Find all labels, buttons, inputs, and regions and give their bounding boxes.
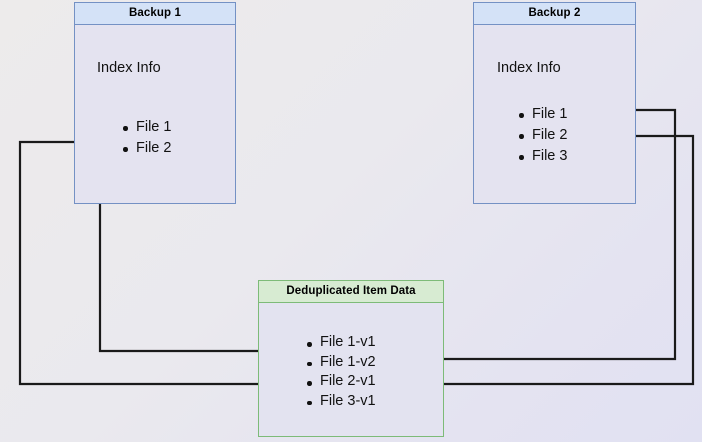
deduplicated-item-data-box[interactable]: Deduplicated Item Data File 1-v1 File 1-… — [258, 280, 444, 437]
backup-1-box[interactable]: Backup 1 Index Info File 1 File 2 — [74, 2, 236, 204]
backup-2-body: Index Info File 1 File 2 File 3 — [474, 25, 635, 203]
backup-2-file-item[interactable]: File 2 — [519, 125, 567, 146]
backup-1-file-item[interactable]: File 1 — [123, 117, 171, 138]
deduplicated-item-data-body: File 1-v1 File 1-v2 File 2-v1 File 3-v1 — [259, 303, 443, 436]
backup-2-file-item[interactable]: File 1 — [519, 104, 567, 125]
backup-2-file-item[interactable]: File 3 — [519, 146, 567, 167]
backup-1-title: Backup 1 — [75, 3, 235, 25]
backup-2-box[interactable]: Backup 2 Index Info File 1 File 2 File 3 — [473, 2, 636, 204]
backup-1-index-info-label: Index Info — [97, 60, 161, 76]
deduplicated-item-data-title: Deduplicated Item Data — [259, 281, 443, 303]
dedup-item[interactable]: File 2-v1 — [307, 372, 376, 392]
dedup-item[interactable]: File 3-v1 — [307, 392, 376, 412]
backup-1-file-item[interactable]: File 2 — [123, 138, 171, 159]
backup-2-index-info-label: Index Info — [497, 60, 561, 76]
backup-1-file-list: File 1 File 2 — [123, 117, 171, 159]
backup-2-title: Backup 2 — [474, 3, 635, 25]
backup-2-file-list: File 1 File 2 File 3 — [519, 104, 567, 167]
backup-1-body: Index Info File 1 File 2 — [75, 25, 235, 203]
dedup-item[interactable]: File 1-v1 — [307, 333, 376, 353]
deduplicated-item-list: File 1-v1 File 1-v2 File 2-v1 File 3-v1 — [307, 333, 376, 411]
dedup-item[interactable]: File 1-v2 — [307, 353, 376, 373]
